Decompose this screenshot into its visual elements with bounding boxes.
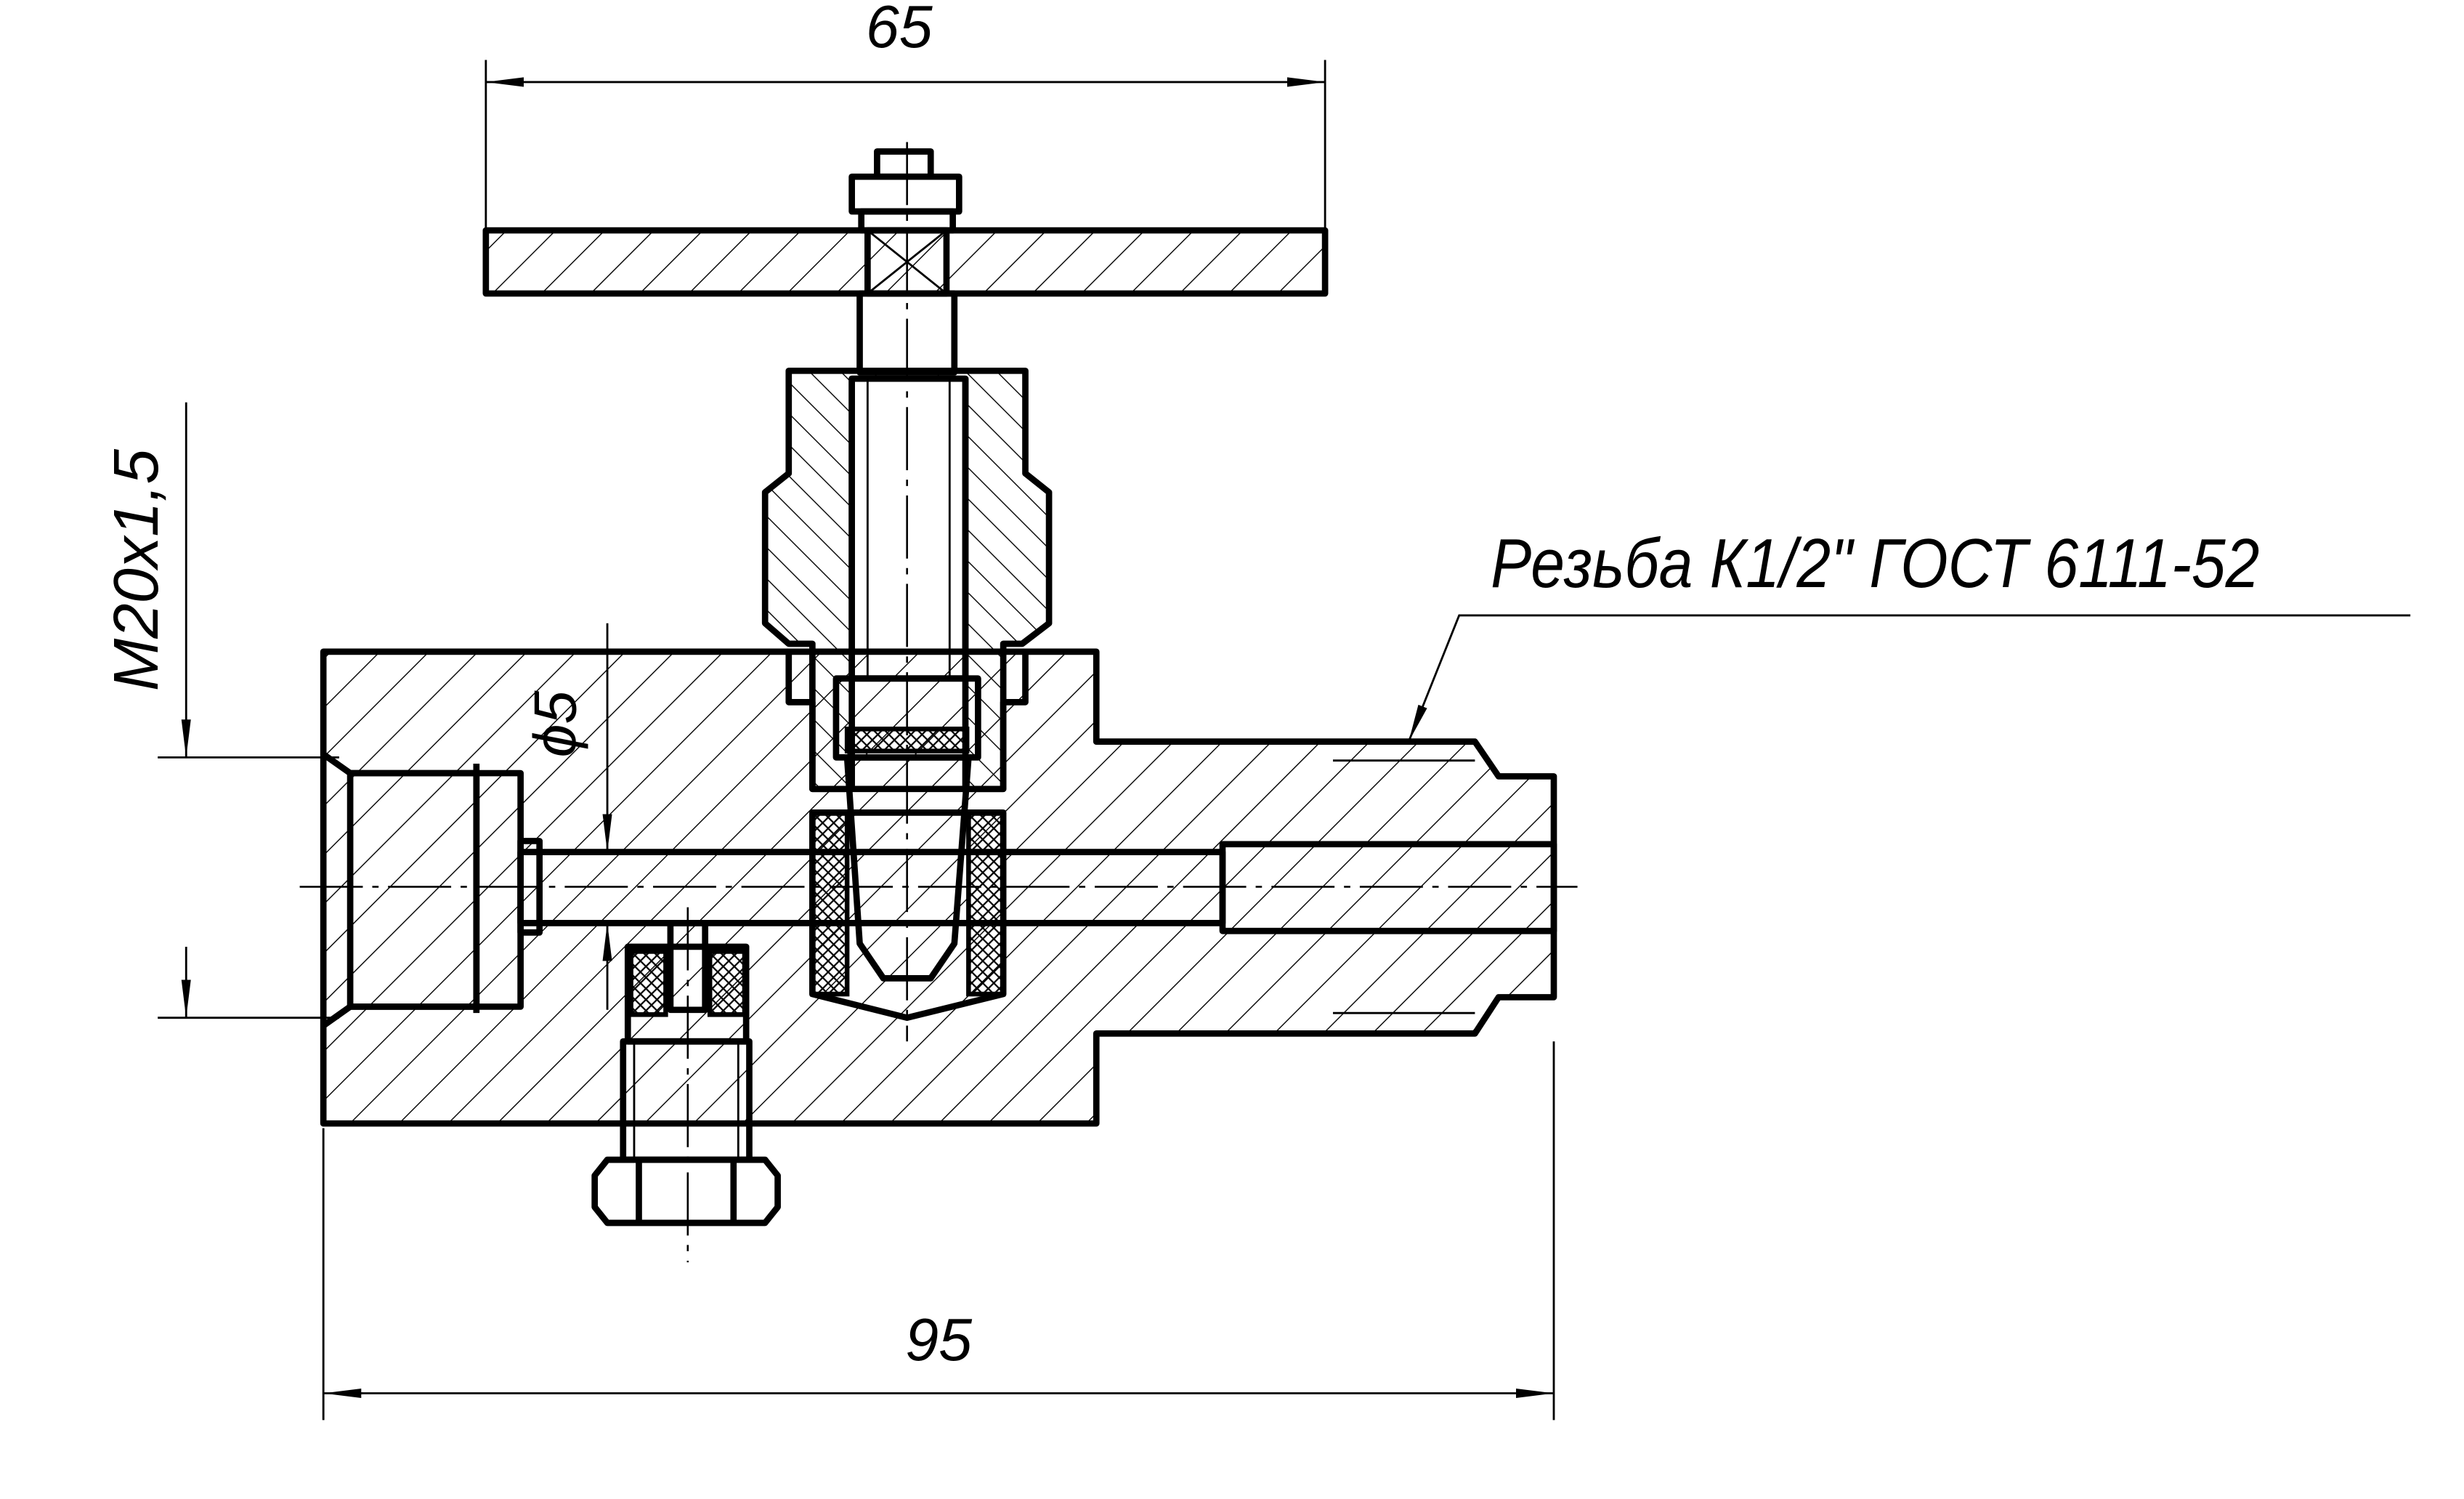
dimension-bore-label: ϕ5 bbox=[522, 690, 589, 757]
dimension-65: 65 bbox=[485, 0, 1326, 237]
dimension-65-label: 65 bbox=[866, 0, 933, 60]
drain-plug bbox=[591, 907, 781, 1263]
thread-note-label: Резьба К1/2" ГОСТ 6111-52 bbox=[1491, 525, 2259, 602]
dimension-bore-phi5: ϕ5 bbox=[522, 623, 612, 1010]
dimension-thread-m20: M20x1,5 bbox=[101, 402, 339, 1019]
dimension-95: 95 bbox=[322, 1041, 1555, 1421]
dimension-thread-label: M20x1,5 bbox=[101, 448, 171, 691]
thread-note: Резьба К1/2" ГОСТ 6111-52 bbox=[1407, 525, 2411, 743]
valve-body bbox=[299, 648, 1578, 1127]
dimension-95-label: 95 bbox=[905, 1306, 973, 1373]
